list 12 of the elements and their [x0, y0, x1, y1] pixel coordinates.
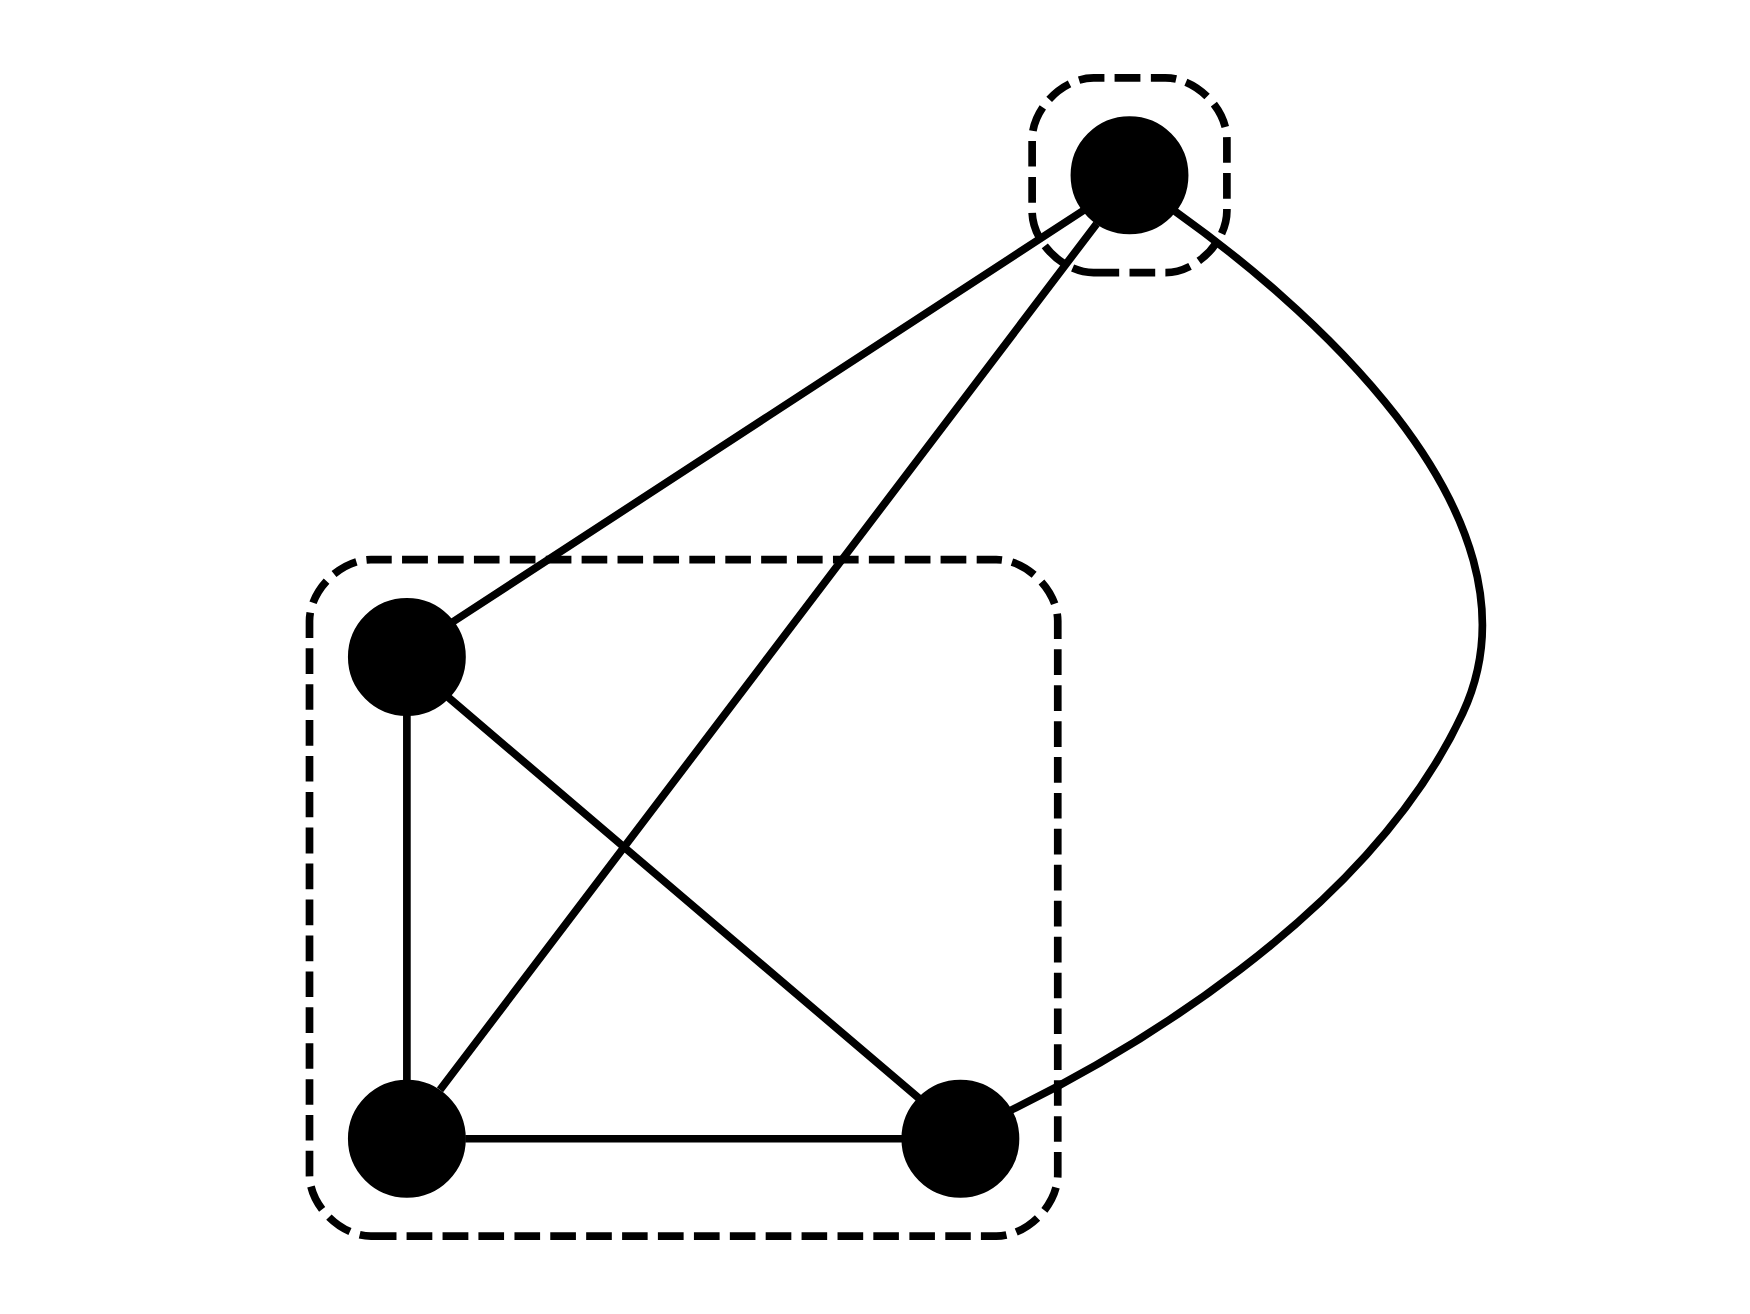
connector: [402, 714, 410, 1082]
node-circle: [1069, 116, 1188, 235]
node-circle: [346, 598, 465, 716]
connector: [464, 1134, 902, 1143]
connector: [435, 221, 1099, 1093]
connector: [448, 206, 1086, 626]
cluster: [1027, 74, 1230, 277]
node-circle: [346, 1079, 465, 1198]
connector: [1007, 208, 1485, 1115]
node-circle: [900, 1079, 1019, 1198]
cluster: [304, 555, 1061, 1240]
connector: [445, 694, 922, 1102]
